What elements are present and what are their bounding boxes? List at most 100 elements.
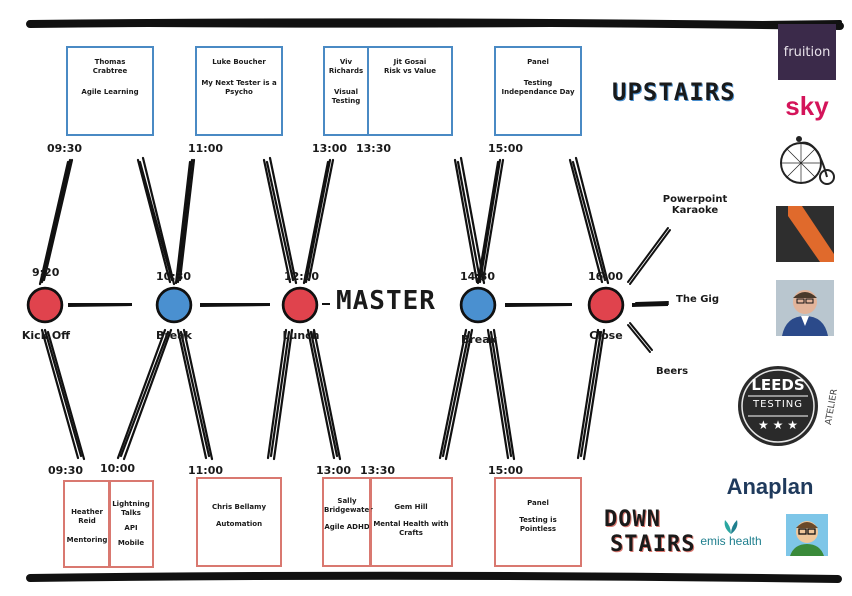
session-speaker: Jit Gosai — [393, 58, 427, 66]
session-time: 15:00 — [488, 464, 524, 477]
anaplan-logo-text: Anaplan — [726, 474, 814, 499]
session-talk: Testing is — [519, 516, 557, 525]
cartoon-avatar — [786, 514, 828, 556]
close-branches — [627, 227, 671, 353]
speaker-photo — [776, 280, 834, 336]
session-speaker: Heather Reid — [71, 508, 103, 526]
person-icon — [776, 280, 834, 336]
sky-logo: sky — [778, 88, 836, 124]
fruition-logo-text: fruition — [783, 44, 831, 60]
session-box: Luke Boucher My Next Tester is a Psycho — [195, 46, 283, 136]
evening-item-label: Beers — [656, 366, 689, 377]
session-talk: Mental Health with — [373, 520, 449, 529]
evening-item-label: The Gig — [676, 294, 719, 305]
node-lunch — [281, 286, 319, 324]
node-label: Break — [460, 333, 497, 346]
session-speaker: Thomas — [94, 58, 126, 66]
session-speaker: Talks — [121, 509, 141, 518]
session-box: Chris Bellamy Automation — [196, 477, 282, 567]
stars-icon: ★ ★ ★ — [758, 418, 798, 432]
session-box: Heather Reid Mentoring — [63, 480, 111, 568]
session-speaker: Panel — [527, 58, 549, 66]
session-speaker: Chris Bellamy — [211, 503, 267, 511]
penny-farthing-icon — [780, 136, 835, 185]
session-talk: Visual Testing — [331, 88, 361, 106]
session-time: 09:30 — [47, 142, 83, 155]
node-time: 12:00 — [284, 270, 320, 283]
testing-text: TESTING — [752, 399, 804, 410]
session-speaker: Viv Richards — [328, 58, 364, 76]
session-talk: Crafts — [399, 529, 423, 538]
upper-diagonals — [38, 156, 610, 286]
session-time: 11:00 — [188, 142, 224, 155]
session-speaker: Lightning — [112, 500, 150, 508]
anaplan-logo: Anaplan — [708, 472, 832, 502]
leeds-testing-atelier-logo: LEEDS TESTING ★ ★ ★ ATELIER — [732, 358, 840, 458]
bottom-border-stroke — [26, 571, 842, 583]
session-talk: API — [124, 524, 138, 533]
session-talk: Automation — [215, 520, 263, 529]
node-time: 9:20 — [32, 266, 60, 279]
session-box: Panel Testing is Pointless — [494, 477, 582, 567]
node-label: Close — [589, 329, 623, 342]
session-time: 13:00 — [312, 142, 348, 155]
session-talk: Risk vs Value — [383, 67, 437, 76]
session-talk: Pointless — [519, 525, 557, 534]
session-talk: Testing — [523, 79, 553, 88]
session-talk: Mentoring — [66, 536, 108, 545]
session-box: Thomas Crabtree Agile Learning — [66, 46, 154, 136]
node-kick-off — [26, 286, 64, 324]
leaf-icon — [724, 520, 738, 534]
session-time: 15:00 — [488, 142, 524, 155]
leeds-text: LEEDS — [751, 376, 805, 394]
lower-diagonals — [40, 328, 606, 461]
timeline-nodes — [26, 286, 625, 324]
session-time: 09:30 — [48, 464, 84, 477]
session-talk: Psycho — [225, 88, 253, 97]
sky-logo-text: sky — [785, 90, 829, 121]
slash-icon — [788, 206, 834, 262]
session-speaker: Panel — [527, 499, 549, 507]
emis-logo-text: emis health — [700, 534, 762, 548]
node-close — [587, 286, 625, 324]
evening-item-label: Karaoke — [671, 205, 719, 216]
badge-icon — [738, 366, 818, 446]
session-talk: Agile ADHD — [324, 523, 370, 532]
fruition-logo: fruition — [778, 24, 836, 80]
session-time: 13:30 — [360, 464, 396, 477]
master-title: MASTER — [336, 286, 436, 316]
node-break-1 — [155, 286, 193, 324]
session-talk: Agile Learning — [81, 88, 139, 97]
session-talk: Independance Day — [501, 88, 575, 97]
node-time: 10:30 — [156, 270, 192, 283]
evening-item-label: Powerpoint — [662, 194, 728, 205]
session-time: 13:30 — [356, 142, 392, 155]
session-speaker: Crabtree — [92, 67, 128, 76]
node-break-2 — [459, 286, 497, 324]
node-label: Kick Off — [21, 329, 71, 342]
session-speaker: Sally — [337, 497, 357, 505]
session-box: Sally Bridgewater Agile ADHD — [322, 477, 373, 567]
stripe-logo — [776, 206, 834, 262]
downstairs-title: STAIRS — [610, 532, 696, 557]
session-time: 10:00 — [100, 462, 136, 475]
session-talk: My Next Tester is a — [201, 79, 277, 88]
session-box: Lightning Talks API Mobile — [108, 480, 154, 568]
session-box: Gem Hill Mental Health with Crafts — [369, 477, 453, 567]
session-talk: Mobile — [117, 539, 145, 548]
bicycle-logo — [776, 132, 838, 188]
session-speaker: Bridgewater — [324, 506, 373, 515]
session-box: Panel Testing Independance Day — [494, 46, 582, 136]
session-box: Viv Richards Visual Testing — [323, 46, 369, 136]
session-speaker: Luke Boucher — [212, 58, 266, 66]
node-time: 14:30 — [460, 270, 496, 283]
node-time: 16:00 — [588, 270, 624, 283]
session-speaker: Gem Hill — [394, 503, 428, 511]
emis-health-logo: emis health — [692, 514, 770, 554]
upstairs-title: UPSTAIRS — [612, 78, 736, 106]
downstairs-title: DOWN — [604, 507, 661, 532]
session-box: Jit Gosai Risk vs Value — [367, 46, 453, 136]
node-label: Lunch — [282, 329, 320, 342]
cartoon-face-icon — [786, 514, 828, 556]
